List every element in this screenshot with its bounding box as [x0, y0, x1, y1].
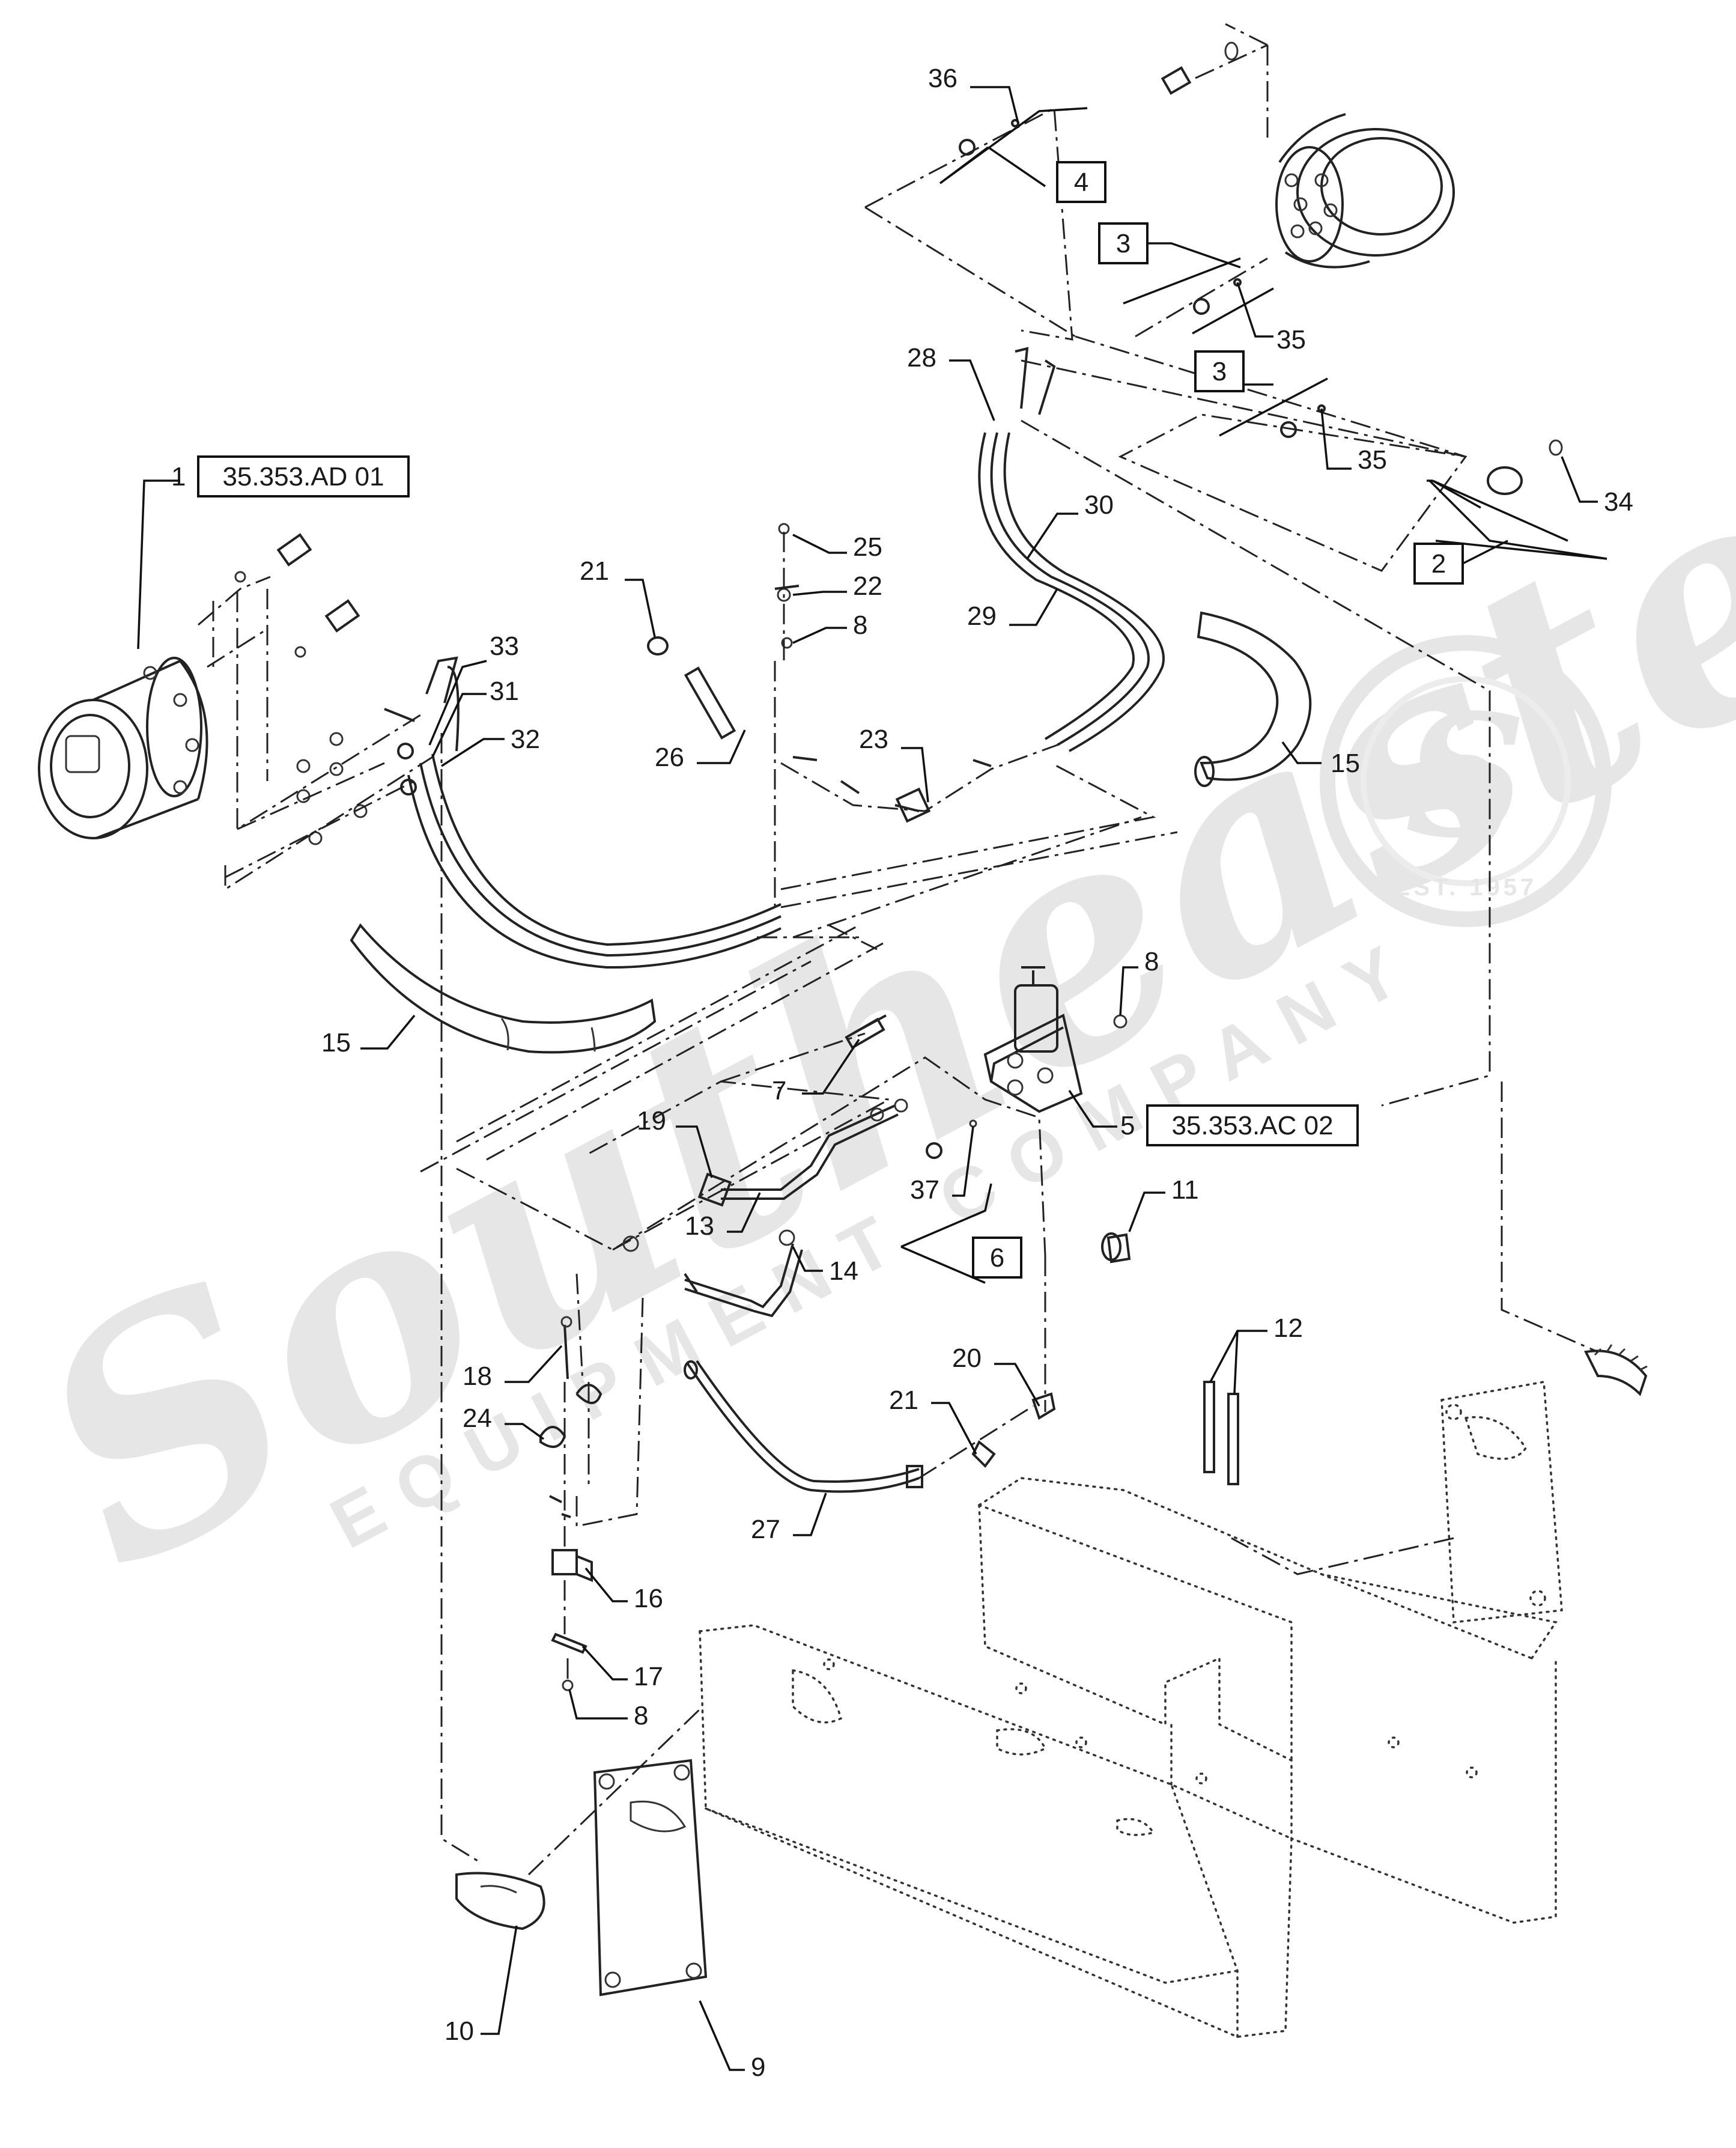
callout-box-4: [1056, 161, 1106, 203]
control-valve: [983, 966, 1083, 1113]
fitting-top-right: [1161, 41, 1239, 95]
callout-7: 7: [772, 1076, 786, 1106]
fitting-7: [845, 1014, 887, 1050]
hardware-20-21: [971, 1392, 1056, 1468]
callout-3-upper: 3: [1116, 229, 1131, 258]
callout-34: 34: [1604, 487, 1633, 517]
cover-plate-right: [1440, 1380, 1563, 1623]
drive-motor-right: [1275, 113, 1455, 269]
reference-box-1: [197, 455, 410, 497]
callout-21-lower: 21: [889, 1386, 918, 1415]
callout-box-3-lower: [1194, 350, 1245, 392]
callout-12: 12: [1273, 1313, 1303, 1343]
callout-5: 5: [1120, 1111, 1135, 1140]
callout-22: 22: [853, 571, 882, 601]
motor-fittings-left: [234, 533, 368, 845]
kit-6: 6: [900, 1119, 1022, 1284]
plug-11: [1101, 1232, 1131, 1264]
pads-12: [1203, 1381, 1239, 1485]
callout-4: 4: [1074, 168, 1088, 197]
callout-29: 29: [967, 601, 997, 631]
reference-1: 35.353.AD 01: [222, 462, 384, 491]
callout-19: 19: [637, 1106, 666, 1136]
callout-9: 9: [751, 2052, 765, 2082]
watermark-brand: Southeastern: [0, 214, 1736, 1639]
callout-15-left: 15: [321, 1028, 351, 1057]
tee-fitting-23: [792, 756, 992, 823]
hose-sleeve-right: [1194, 611, 1312, 787]
kit-3-upper: 3: [1098, 222, 1274, 335]
callout-28: 28: [907, 343, 936, 373]
callout-10: 10: [445, 2016, 474, 2046]
callout-25: 25: [853, 532, 882, 562]
drive-motor-left: [38, 657, 208, 839]
callout-37: 37: [910, 1175, 939, 1205]
chassis-frame: [699, 1477, 1558, 2038]
callout-11: 11: [1171, 1175, 1199, 1205]
callout-26: 26: [655, 743, 684, 772]
callout-21-upper: 21: [580, 556, 609, 586]
cover-gasket-9: [593, 1759, 708, 1997]
callout-15-right: 15: [1331, 749, 1360, 778]
callout-8-lower: 8: [634, 1701, 648, 1730]
plate-10: [455, 1872, 545, 1930]
callout-32: 32: [511, 725, 540, 754]
callout-16: 16: [634, 1584, 663, 1613]
callout-13: 13: [685, 1211, 714, 1241]
watermark-seal-letter: S: [1405, 678, 1526, 875]
watermark: Southeastern EQUIPMENT COMPANY S EST. 19…: [0, 214, 1736, 1639]
watermark-seal-text: EST. 1957: [1394, 874, 1538, 901]
callout-box-6: [972, 1237, 1022, 1279]
callout-14: 14: [829, 1256, 858, 1286]
callout-35-lower: 35: [1358, 445, 1387, 475]
hardware-21-26: [647, 523, 800, 740]
callout-23: 23: [859, 725, 888, 754]
reference-box-5: [1146, 1104, 1359, 1146]
gear-right: [1583, 1344, 1648, 1396]
callout-2: 2: [1431, 549, 1446, 579]
tube-14: [622, 1229, 803, 1318]
callout-20: 20: [952, 1343, 982, 1373]
callout-27: 27: [751, 1515, 780, 1544]
callout-8-upper: 8: [853, 610, 867, 640]
callout-18: 18: [463, 1362, 492, 1391]
hose-assembly-lower-left: [384, 656, 782, 969]
kit-2: 2: [1413, 439, 1607, 585]
callout-30: 30: [1084, 490, 1114, 520]
callout-36: 36: [928, 64, 958, 93]
tube-13: [697, 1098, 908, 1207]
hose-sleeve-left: [350, 923, 657, 1054]
callout-1: 1: [171, 462, 186, 491]
callout-33: 33: [490, 631, 519, 661]
reference-5: 35.353.AC 02: [1171, 1111, 1333, 1140]
callout-24: 24: [463, 1404, 492, 1433]
hose-27: [684, 1360, 923, 1493]
callout-8-valve: 8: [1144, 947, 1159, 976]
kit-3-lower: 3: [1194, 350, 1352, 470]
callout-31: 31: [490, 677, 519, 706]
callout-6: 6: [990, 1243, 1004, 1273]
callout-35-upper: 35: [1276, 325, 1306, 354]
kit-4: 4: [939, 107, 1106, 203]
watermark-seal: [1320, 635, 1612, 927]
hose-assembly-upper: [978, 347, 1165, 752]
callout-3-lower: 3: [1212, 357, 1227, 386]
callout-17: 17: [634, 1662, 663, 1691]
